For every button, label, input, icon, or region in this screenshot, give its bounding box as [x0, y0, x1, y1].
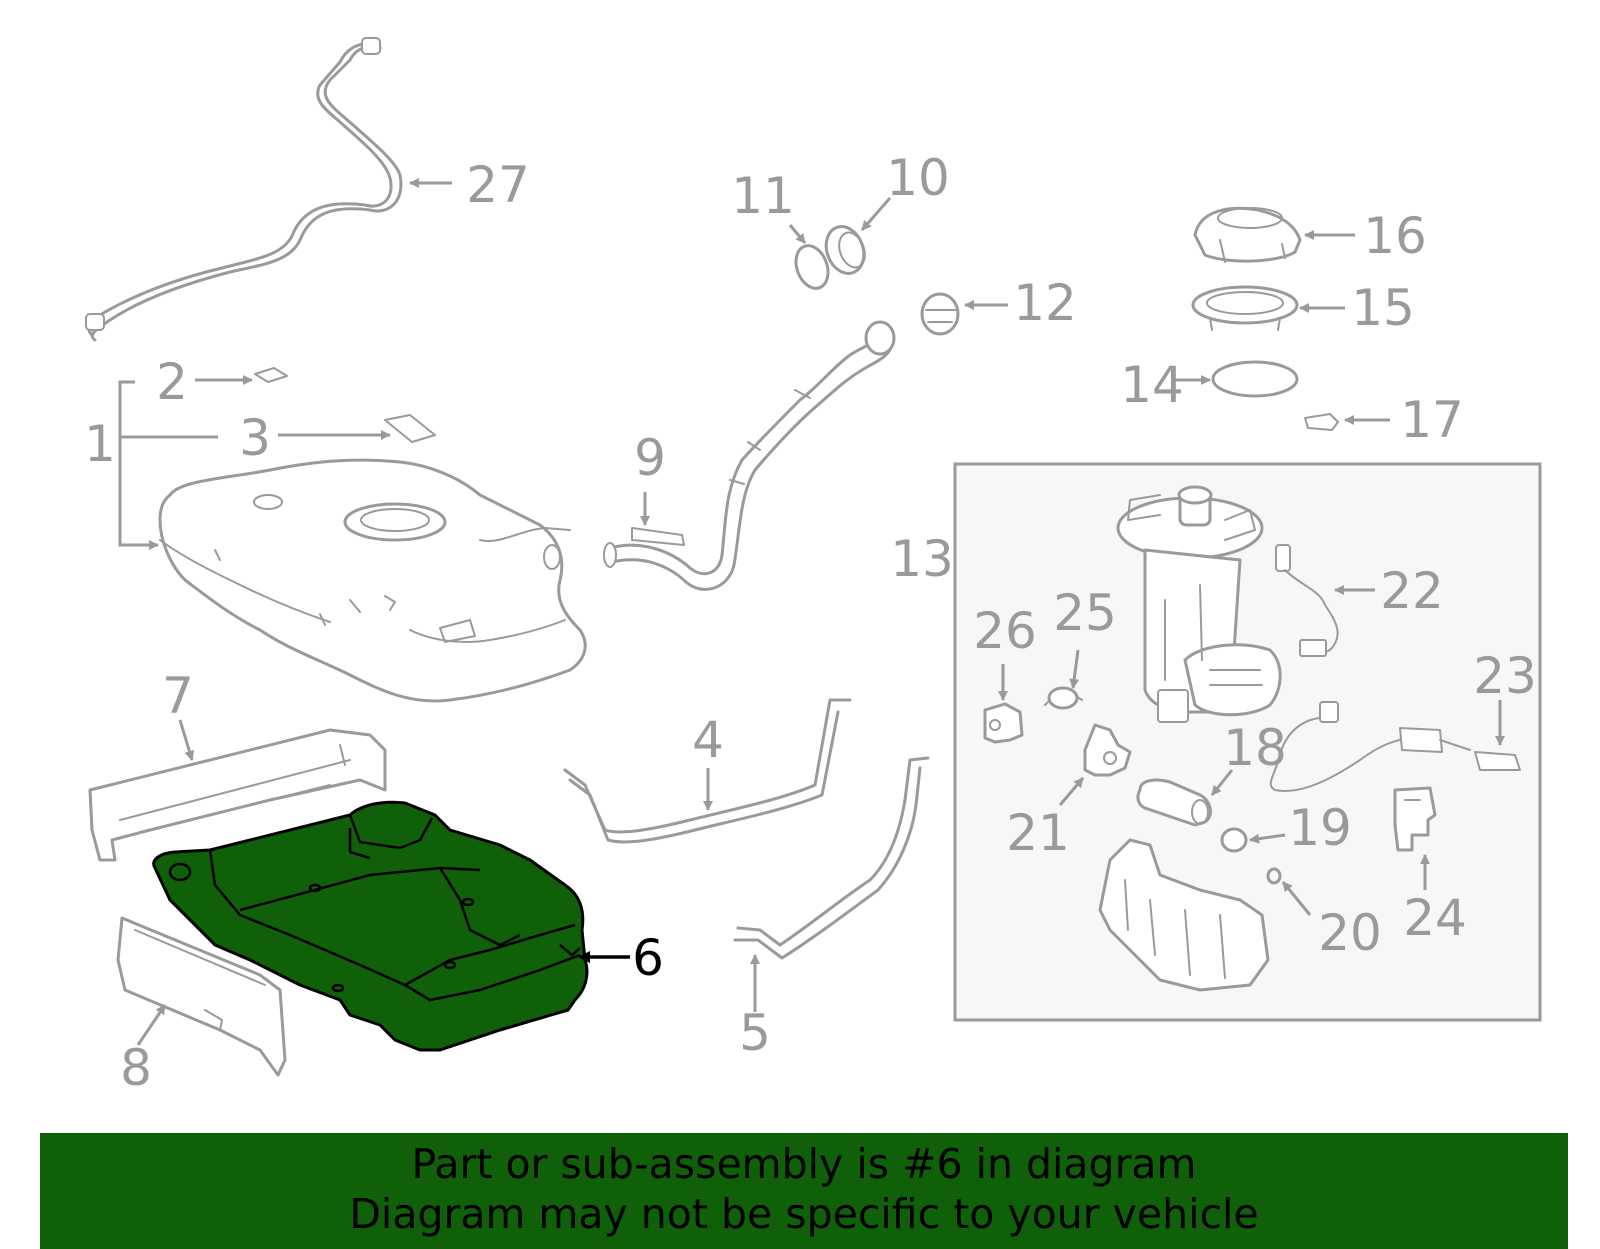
- oring-20-part: [1266, 867, 1282, 885]
- callout-1: 1: [84, 415, 116, 473]
- callout-23: 23: [1473, 647, 1537, 705]
- seal-ring-11-part: [794, 244, 830, 290]
- pad-3-part: [384, 414, 436, 443]
- callout-9: 9: [634, 429, 666, 487]
- callout-4: 4: [692, 711, 724, 769]
- banner-line-disclaimer: Diagram may not be specific to your vehi…: [349, 1190, 1259, 1238]
- callout-24: 24: [1403, 889, 1467, 947]
- callout-16: 16: [1363, 207, 1427, 265]
- callout-18: 18: [1223, 719, 1287, 777]
- gasket-14-part: [1211, 360, 1299, 398]
- clip-17-part: [1304, 413, 1339, 431]
- info-banner: Part or sub-assembly is #6 in diagram Di…: [40, 1133, 1568, 1249]
- callout-15: 15: [1351, 279, 1415, 337]
- callout-17: 17: [1400, 391, 1464, 449]
- leader-lines: [118, 178, 1505, 1046]
- pad-2-part: [254, 367, 288, 383]
- fuel-cap-12-part: [920, 292, 960, 336]
- retainer-15-part: [1191, 285, 1299, 331]
- callout-22: 22: [1380, 562, 1444, 620]
- callout-labels: 1 2 3 4 5 6 7 8 9 10 11 12 13 14 15 16 1…: [84, 149, 1537, 1097]
- callout-20: 20: [1318, 904, 1382, 962]
- shield-8-part: [116, 916, 287, 1077]
- strap-4-part: [563, 698, 852, 844]
- sender-26-part: [983, 702, 1024, 744]
- regulator-25-part: [1044, 686, 1083, 710]
- callout-5: 5: [739, 1004, 771, 1062]
- callout-21: 21: [1006, 804, 1070, 862]
- callout-11: 11: [731, 167, 795, 225]
- shield-7-part: [88, 728, 387, 862]
- filter-19-part: [1220, 827, 1248, 853]
- reservoir-part: [1098, 838, 1270, 992]
- filler-neck-part: [603, 320, 896, 591]
- strap-5-part: [733, 756, 930, 960]
- wire-harness-22-part: [1275, 544, 1339, 657]
- callout-13: 13: [890, 530, 954, 588]
- callout-10: 10: [886, 149, 950, 207]
- callout-14: 14: [1120, 356, 1184, 414]
- pump-18-part: [1136, 778, 1212, 827]
- banner-line-part-number: Part or sub-assembly is #6 in diagram: [411, 1140, 1197, 1188]
- fuel-tank-part: [158, 458, 587, 703]
- callout-12: 12: [1013, 274, 1077, 332]
- connector-24-part: [1393, 786, 1437, 852]
- callout-3: 3: [239, 409, 271, 467]
- fuel-pump-module-13-part: [1116, 485, 1282, 723]
- wire-harness-23-part: [1269, 701, 1521, 792]
- callout-27: 27: [466, 156, 530, 214]
- callout-26: 26: [973, 602, 1037, 660]
- callout-25: 25: [1053, 584, 1117, 642]
- lock-ring-16-part: [1193, 206, 1302, 263]
- callout-2: 2: [156, 353, 188, 411]
- callout-7: 7: [162, 667, 194, 725]
- callout-6: 6: [632, 929, 664, 987]
- valve-21-part: [1083, 723, 1132, 777]
- callout-19: 19: [1288, 799, 1352, 857]
- filler-cap-ring-10-part: [824, 225, 866, 275]
- callout-8: 8: [120, 1039, 152, 1097]
- vapor-hose-part: [85, 37, 403, 342]
- tank-protector-6-part: [152, 800, 589, 1052]
